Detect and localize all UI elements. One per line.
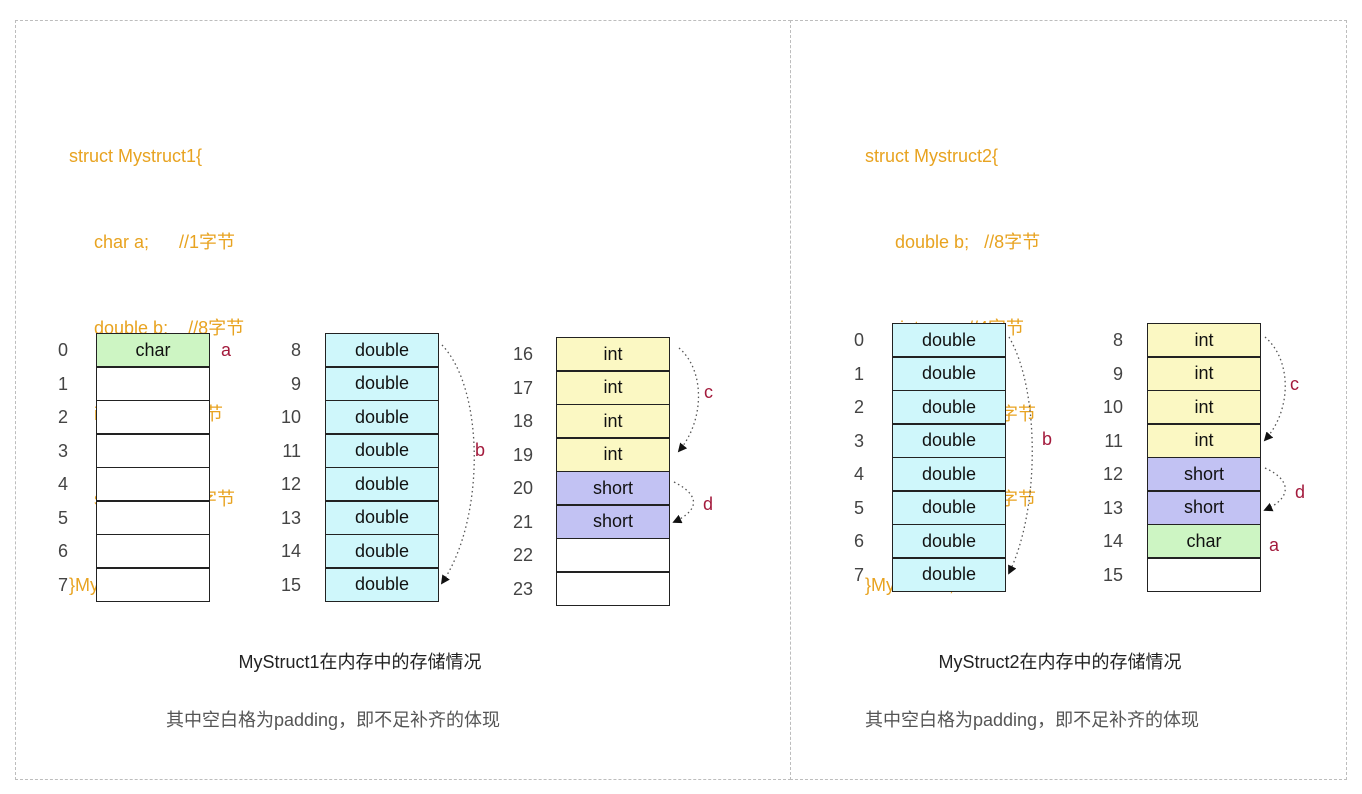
byte-offset-label: 6: [57, 541, 68, 561]
byte-offset-label: 5: [57, 507, 68, 528]
double-cell: double: [325, 433, 439, 468]
byte-offset-label: 23: [512, 578, 533, 599]
byte-offset-label: 7: [57, 574, 68, 595]
int-cell: int: [1147, 390, 1261, 424]
byte-offset-label: 0: [57, 340, 68, 360]
double-cell: double: [325, 567, 439, 602]
padding-cell: [96, 534, 210, 568]
member-tag-a: a: [1269, 535, 1280, 555]
byte-offset-label: 11: [282, 440, 301, 461]
padding-note-left: 其中空白格为padding，即不足补齐的体现: [166, 710, 501, 730]
int-cell: int: [1147, 423, 1261, 458]
code-line: double b; //8字节: [69, 317, 245, 338]
byte-offset-label: 20: [512, 478, 533, 498]
double-cell: double: [325, 500, 439, 535]
int-cell: int: [556, 337, 670, 371]
byte-offset-label: 19: [512, 444, 533, 465]
double-cell: double: [325, 400, 439, 434]
code-line: char a; //1字节: [69, 231, 236, 252]
byte-offset-label: 9: [1112, 363, 1123, 384]
double-cell: double: [325, 534, 439, 568]
double-cell: double: [892, 490, 1006, 525]
byte-offset-label: 18: [512, 411, 533, 431]
byte-offset-label: 5: [853, 497, 864, 518]
byte-offset-label: 13: [1102, 497, 1123, 518]
double-cell: double: [892, 356, 1006, 391]
byte-offset-label: 8: [290, 340, 301, 360]
padding-cell: [96, 366, 210, 401]
short-cell: short: [556, 471, 670, 505]
double-cell: double: [325, 333, 439, 367]
byte-offset-label: 0: [853, 330, 864, 350]
char-cell: char: [96, 333, 210, 367]
member-tag-c: c: [1290, 374, 1299, 394]
double-cell: double: [325, 366, 439, 401]
right-panel: [790, 20, 1347, 780]
byte-offset-label: 1: [57, 373, 68, 394]
caption-left: MyStruct1在内存中的存储情况: [238, 652, 482, 672]
byte-offset-label: 15: [1102, 564, 1123, 585]
double-cell: double: [892, 423, 1006, 458]
int-cell: int: [1147, 323, 1261, 357]
short-cell: short: [1147, 490, 1261, 525]
byte-offset-label: 6: [853, 531, 864, 551]
double-cell: double: [892, 457, 1006, 491]
double-cell: double: [325, 467, 439, 501]
char-cell: char: [1147, 524, 1261, 558]
caption-right: MyStruct2在内存中的存储情况: [938, 652, 1182, 672]
int-cell: int: [1147, 356, 1261, 391]
byte-offset-label: 14: [1102, 531, 1123, 551]
int-cell: int: [556, 437, 670, 472]
byte-offset-label: 2: [57, 407, 68, 427]
code-line: double b; //8字节: [865, 231, 1041, 252]
byte-offset-label: 11: [1104, 430, 1123, 451]
member-tag-d: d: [1295, 482, 1306, 502]
byte-offset-label: 17: [512, 377, 533, 398]
padding-note-right: 其中空白格为padding，即不足补齐的体现: [865, 710, 1200, 730]
member-tag-c: c: [704, 382, 713, 402]
byte-offset-label: 12: [280, 474, 301, 494]
short-cell: short: [556, 504, 670, 539]
byte-offset-label: 2: [853, 397, 864, 417]
code-line: struct Mystruct1{: [69, 146, 203, 167]
double-cell: double: [892, 524, 1006, 558]
padding-cell: [96, 400, 210, 434]
int-cell: int: [556, 370, 670, 405]
member-tag-b: b: [475, 440, 486, 460]
byte-offset-label: 14: [280, 541, 301, 561]
code-line: struct Mystruct2{: [865, 146, 999, 167]
short-cell: short: [1147, 457, 1261, 491]
padding-cell: [556, 538, 670, 572]
member-tag-b: b: [1042, 429, 1053, 449]
byte-offset-label: 3: [57, 440, 68, 461]
byte-offset-label: 22: [512, 545, 533, 565]
byte-offset-label: 4: [853, 464, 864, 484]
byte-offset-label: 21: [512, 511, 533, 532]
padding-cell: [96, 500, 210, 535]
padding-cell: [96, 433, 210, 468]
byte-offset-label: 13: [280, 507, 301, 528]
byte-offset-label: 7: [853, 564, 864, 585]
byte-offset-label: 1: [853, 363, 864, 384]
padding-cell: [96, 467, 210, 501]
double-cell: double: [892, 557, 1006, 592]
byte-offset-label: 12: [1102, 464, 1123, 484]
double-cell: double: [892, 323, 1006, 357]
member-tag-a: a: [221, 340, 232, 360]
byte-offset-label: 10: [280, 407, 301, 427]
byte-offset-label: 9: [290, 373, 301, 394]
padding-cell: [1147, 557, 1261, 592]
padding-cell: [96, 567, 210, 602]
byte-offset-label: 15: [280, 574, 301, 595]
byte-offset-label: 16: [512, 344, 533, 364]
byte-offset-label: 3: [853, 430, 864, 451]
member-tag-d: d: [703, 494, 714, 514]
byte-offset-label: 8: [1112, 330, 1123, 350]
double-cell: double: [892, 390, 1006, 424]
padding-cell: [556, 571, 670, 606]
int-cell: int: [556, 404, 670, 438]
byte-offset-label: 10: [1102, 397, 1123, 417]
byte-offset-label: 4: [57, 474, 68, 494]
